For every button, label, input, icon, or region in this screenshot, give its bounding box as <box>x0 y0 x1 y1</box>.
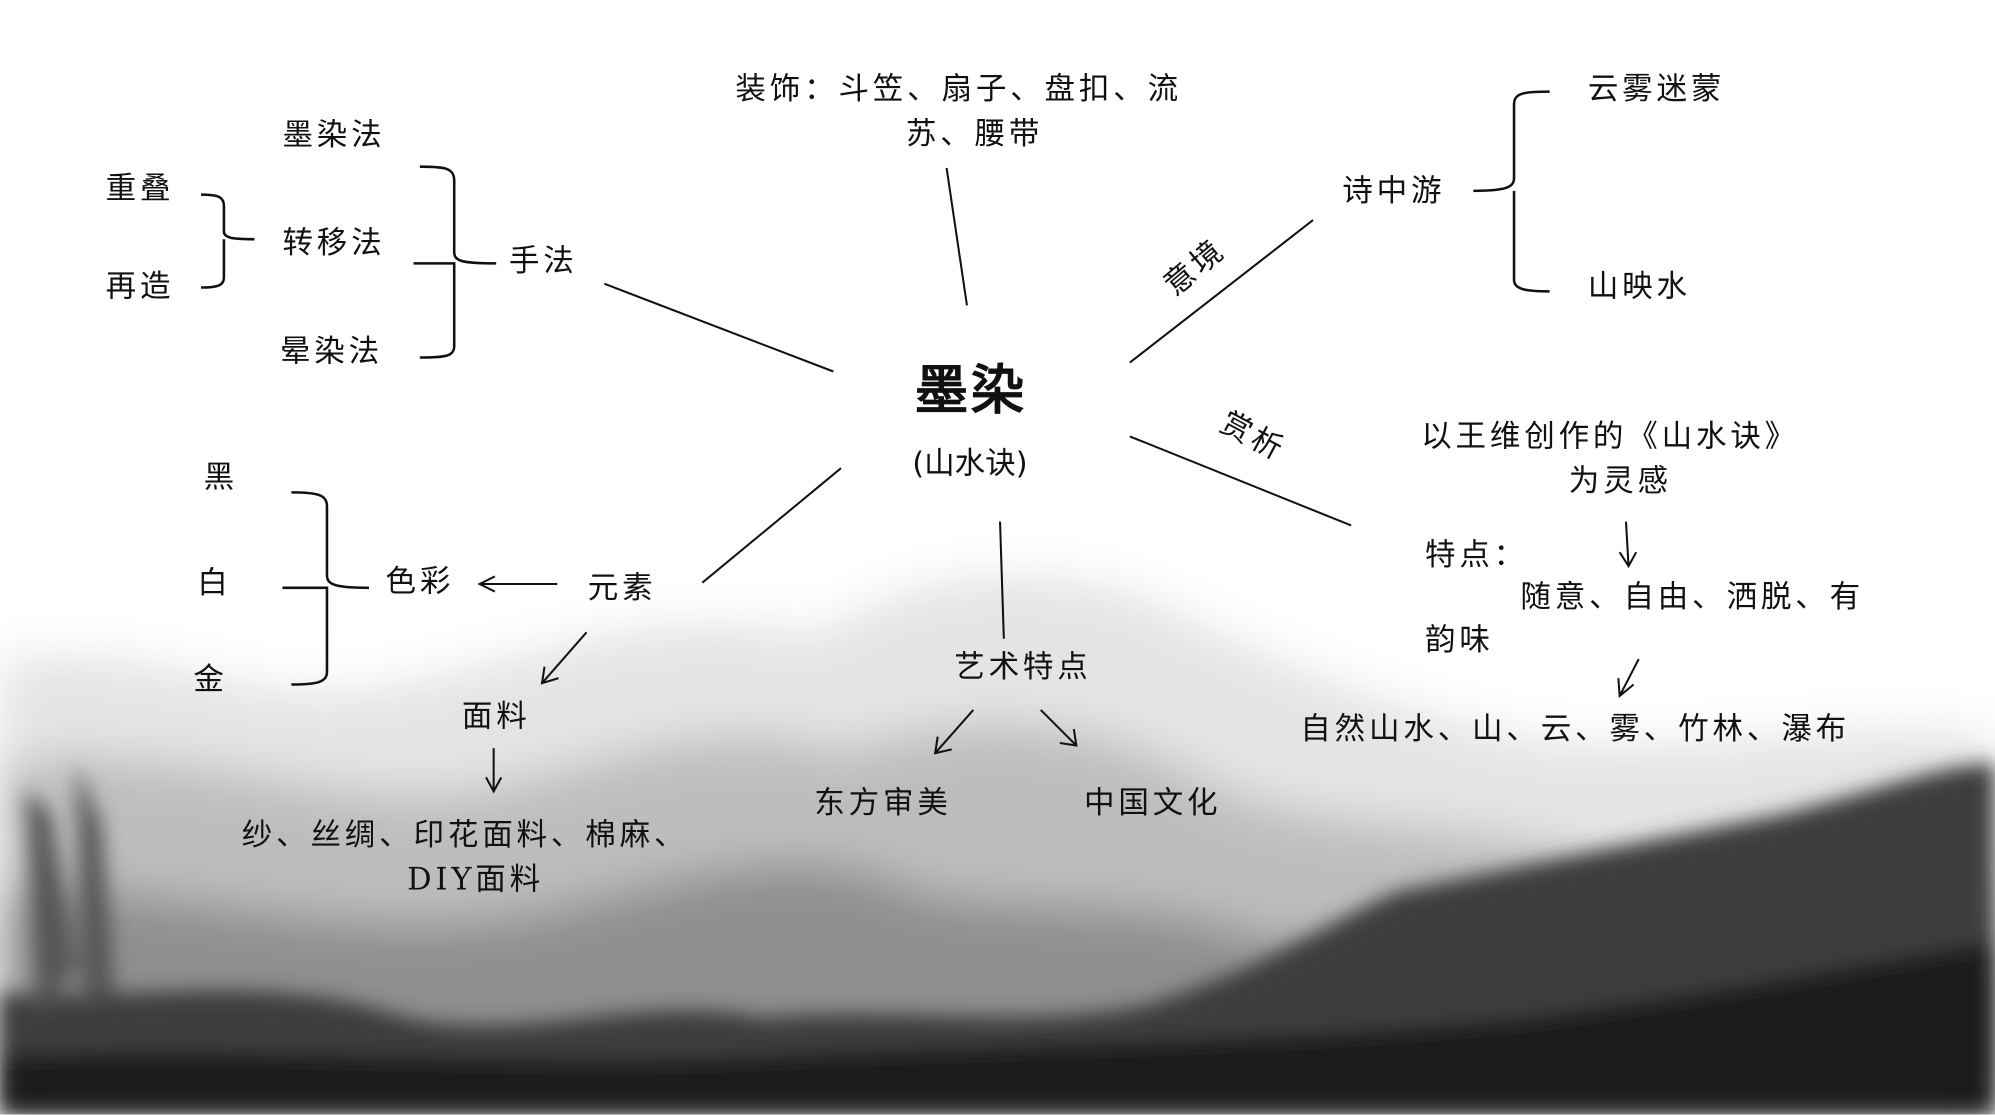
center-title: 墨染 <box>914 358 1027 422</box>
fabric-label: 面料 <box>461 698 531 735</box>
line-mood <box>1129 219 1314 364</box>
arrow-to-fabric <box>540 631 588 685</box>
fabric-list-line-1: 纱、丝绸、印花面料、棉麻、 <box>241 816 689 853</box>
arrow-to-east <box>933 709 975 755</box>
line-art <box>999 521 1005 639</box>
color-white: 白 <box>197 564 232 601</box>
arrow-to-elements <box>1617 658 1640 698</box>
feature-label: 特点： <box>1424 536 1529 573</box>
method-gradient: 晕染法 <box>279 333 383 369</box>
art-chinese-culture: 中国文化 <box>1083 785 1222 821</box>
technique-label: 手法 <box>508 243 578 279</box>
arrow-to-fabric-list <box>485 748 503 794</box>
decor-line-2: 苏、腰带 <box>905 115 1044 152</box>
color-black: 黑 <box>203 459 238 495</box>
sub-overlap: 重叠 <box>105 170 175 207</box>
mood-item-clouds: 云雾迷蒙 <box>1587 71 1726 107</box>
brace-technique <box>413 165 497 359</box>
line-technique <box>603 282 834 373</box>
brace-colors <box>282 491 369 686</box>
fabric-list-line-2: DIY面料 <box>407 861 545 897</box>
center-subtitle: (山水诀) <box>912 445 1028 481</box>
inspiration-line-2: 为灵感 <box>1568 463 1672 499</box>
arrow-to-culture <box>1040 709 1078 747</box>
sub-recreate: 再造 <box>105 268 175 305</box>
color-gold: 金 <box>193 661 228 698</box>
landscape-elements: 自然山水、山、云、雾、竹林、瀑布 <box>1300 711 1850 747</box>
brace-mood <box>1473 90 1550 293</box>
line-element <box>701 467 842 584</box>
line-appreciation <box>1129 435 1352 527</box>
brace-sub <box>201 193 255 289</box>
line-decor <box>945 167 968 306</box>
method-transfer: 转移法 <box>282 225 386 261</box>
mood-label: 诗中游 <box>1342 173 1446 209</box>
art-label: 艺术特点 <box>954 648 1092 685</box>
inspiration-line-1: 以王维创作的《山水诀》 <box>1421 418 1800 455</box>
arrows <box>477 521 1640 794</box>
mood-item-mountain-water: 山映水 <box>1587 268 1691 305</box>
arrow-to-feature <box>1618 521 1638 569</box>
color-label: 色彩 <box>385 563 455 600</box>
decor-line-1: 装饰：斗笠、扇子、盘扣、流 <box>735 71 1182 107</box>
method-ink-dye: 墨染法 <box>282 117 386 153</box>
art-eastern-aesthetics: 东方审美 <box>814 785 952 821</box>
arrow-to-color <box>477 575 558 593</box>
element-label: 元素 <box>587 569 657 606</box>
feature-line-1: 随意、自由、洒脱、有 <box>1520 578 1864 615</box>
feature-line-2: 韵味 <box>1424 622 1494 658</box>
